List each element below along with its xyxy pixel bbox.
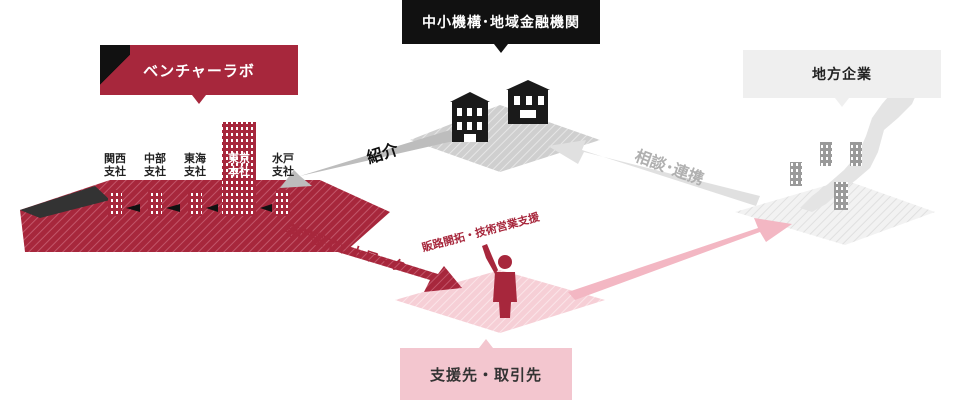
smrj-financial-pointer <box>494 44 508 53</box>
clients-pointer <box>479 339 493 348</box>
branch-chubu-line2: 支社 <box>144 165 166 178</box>
venture-lab-pointer <box>192 95 206 104</box>
branch-tokai-line2: 支社 <box>184 165 206 178</box>
branch-arrow-1 <box>126 204 140 212</box>
branch-mito: 水戸 支社 <box>263 152 303 178</box>
branch-tokyo: 東京 本社 <box>219 152 259 178</box>
institution-building-right <box>506 80 550 124</box>
branch-arrow-4 <box>260 204 272 212</box>
branch-arrow-2 <box>166 204 180 212</box>
branch-tokai: 東海 支社 <box>175 152 215 178</box>
japan-map-shape <box>800 78 920 212</box>
building-kansai <box>108 190 122 216</box>
branch-tokyo-line1: 東京 <box>228 152 250 165</box>
smrj-financial-label: 中小機構･地域金融機関 <box>402 0 600 44</box>
branch-chubu: 中部 支社 <box>135 152 175 178</box>
branch-arrow-3 <box>206 204 218 212</box>
branch-kansai: 関西 支社 <box>95 152 135 178</box>
institution-building-left <box>450 92 490 142</box>
venture-lab-platform-dark-edge <box>20 186 110 218</box>
regional-building-2 <box>820 142 832 166</box>
consult-arrow <box>548 140 760 206</box>
venture-lab-label: ベンチャーラボ <box>100 45 298 95</box>
regional-platform <box>735 180 935 245</box>
branch-kansai-line1: 関西 <box>104 152 126 165</box>
building-mito <box>276 190 290 216</box>
clients-label: 支援先・取引先 <box>400 348 572 400</box>
branch-tokyo-line2: 本社 <box>228 165 250 178</box>
branch-tokai-line1: 東海 <box>184 152 206 165</box>
branch-mito-line1: 水戸 <box>272 152 294 165</box>
matching-arrow <box>568 218 792 300</box>
businessman-icon <box>482 244 517 318</box>
branch-mito-line2: 支社 <box>272 165 294 178</box>
intro-arrow <box>280 130 458 188</box>
regional-company-label: 地方企業 <box>743 50 941 98</box>
building-chubu <box>148 190 162 216</box>
branch-chubu-line1: 中部 <box>144 152 166 165</box>
regional-building-4 <box>834 182 848 210</box>
building-tokyo <box>222 122 256 216</box>
regional-building-1 <box>790 162 802 186</box>
regional-building-3 <box>850 142 862 166</box>
regional-company-pointer <box>835 98 849 107</box>
venture-lab-corner-tab <box>100 45 130 95</box>
network-arrow <box>285 228 462 292</box>
building-tokai <box>188 190 202 216</box>
branch-kansai-line2: 支社 <box>104 165 126 178</box>
